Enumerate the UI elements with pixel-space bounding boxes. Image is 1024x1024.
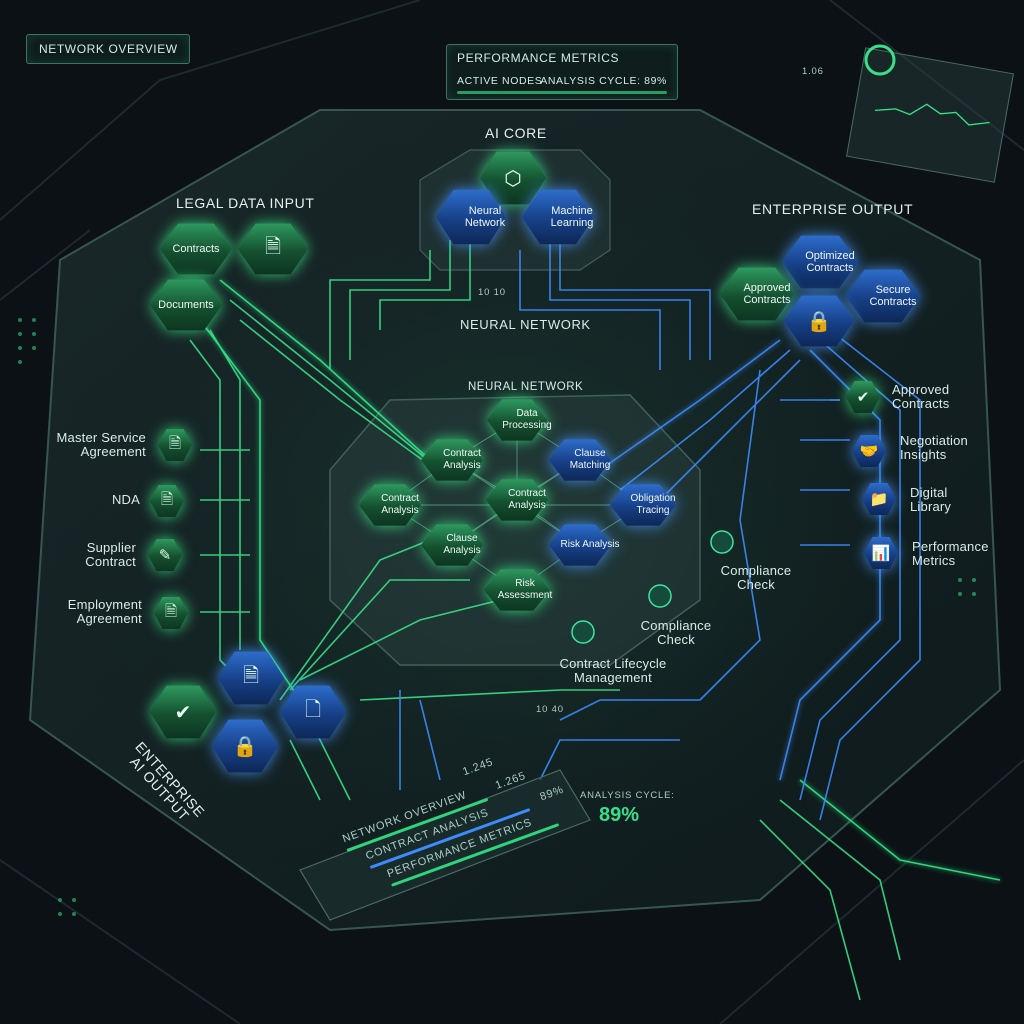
network-overview-panel: NETWORK OVERVIEW [26, 34, 190, 64]
lock-icon: 🔒 [806, 310, 832, 333]
document-icon: 🗎 [264, 236, 282, 258]
obligation-tracing-node[interactable]: Obligation Tracing [610, 483, 676, 527]
neural-network-center-label: NEURAL NETWORK [468, 381, 584, 393]
clause-matching-label: Clause Matching [569, 448, 611, 471]
machine-learning-node[interactable]: Machine Learning [522, 188, 594, 246]
performance-metrics-item[interactable]: 📊 [864, 536, 898, 570]
nda-item[interactable]: 🗎 [150, 484, 184, 518]
digital-library-item[interactable]: 📁 [862, 482, 896, 516]
document-icon: 🗎 [164, 602, 178, 620]
optimized-contracts-node[interactable]: Optimized Contracts [782, 234, 858, 290]
lock-node[interactable]: 🔒 [784, 294, 854, 348]
approved-document-icon: ✔ [856, 389, 870, 406]
contracts-node-label: Contracts [172, 243, 220, 255]
handshake-icon: 🤝 [859, 443, 879, 460]
performance-metrics-label: PERFORMANCE METRICS [457, 51, 620, 65]
bottom-value-2: 1.265 [493, 769, 528, 792]
negotiation-insights-item[interactable]: 🤝 [852, 434, 886, 468]
file-icon: 🗋 [304, 699, 322, 721]
neural-network-node[interactable]: Neural Network [436, 188, 506, 246]
secure-contracts-label: Secure Contracts [869, 284, 917, 308]
path-code-2: 10 40 [536, 704, 564, 715]
contract-analysis-left-label: Contract Analysis [381, 493, 419, 516]
supplier-contract-item[interactable]: ✎ [148, 538, 182, 572]
digital-library-label: Digital Library [910, 485, 952, 514]
clause-analysis-label: Clause Analysis [443, 533, 481, 556]
performance-metrics-list-label: Performance Metrics [912, 539, 989, 568]
folder-icon: 📁 [869, 491, 889, 508]
approved-contracts-list-label: Approved Contracts [892, 382, 950, 411]
ai-output-file-node[interactable]: 🗋 [280, 684, 346, 740]
risk-analysis-label: Risk Analysis [560, 539, 620, 550]
lock-icon: 🔒 [232, 735, 258, 758]
network-hub-icon: ⬡ [504, 167, 522, 190]
contracts-node[interactable]: Contracts [160, 222, 232, 276]
approved-contracts-node[interactable]: Approved Contracts [720, 266, 794, 322]
contract-lifecycle-label: Contract Lifecycle Management [559, 656, 667, 685]
approved-contracts-item[interactable]: ✔ [846, 380, 880, 414]
optimized-contracts-label: Optimized Contracts [805, 250, 855, 274]
clause-analysis-node[interactable]: Clause Analysis [421, 523, 483, 567]
ai-output-document-node[interactable]: 🗎 [218, 650, 284, 706]
risk-assessment-node[interactable]: Risk Assessment [484, 568, 552, 612]
negotiation-insights-label: Negotiation Insights [900, 433, 968, 462]
documents-node-label: Documents [158, 299, 214, 311]
contract-analysis-top-label: Contract Analysis [443, 448, 481, 471]
compliance-check-label-1: Compliance Check [720, 563, 792, 592]
neural-network-upper-label: NEURAL NETWORK [460, 317, 591, 332]
data-processing-label: Data Processing [502, 408, 552, 431]
contract-analysis-top-node[interactable]: Contract Analysis [421, 438, 483, 482]
clause-matching-node[interactable]: Clause Matching [549, 438, 611, 482]
legal-data-input-title: LEGAL DATA INPUT [176, 195, 315, 211]
path-code-1: 10 10 [478, 287, 506, 298]
document-icon: 🗎 [160, 490, 174, 508]
obligation-tracing-label: Obligation Tracing [630, 493, 676, 516]
ai-output-approved-node[interactable]: ✔ [150, 684, 216, 740]
document-icon: 🗎 [242, 665, 260, 687]
ai-core-title: AI CORE [485, 125, 547, 141]
analysis-cycle-value: 89% [599, 804, 640, 826]
active-nodes-bar [457, 91, 667, 94]
document-input-node[interactable]: 🗎 [238, 222, 308, 276]
active-nodes-label: ACTIVE NODES [457, 75, 543, 87]
master-service-agreement-label: Master Service Agreement [56, 430, 146, 459]
enterprise-output-title: ENTERPRISE OUTPUT [752, 201, 914, 217]
contract-analysis-mid-node[interactable]: Contract Analysis [486, 478, 548, 522]
secure-contracts-node[interactable]: Secure Contracts [846, 268, 920, 324]
risk-assessment-label: Risk Assessment [497, 578, 553, 601]
document-edit-icon: ✎ [158, 547, 172, 564]
documents-node[interactable]: Documents [150, 278, 222, 332]
ai-output-lock-node[interactable]: 🔒 [212, 718, 278, 774]
top-right-value: 1.06 [802, 66, 824, 77]
approved-document-icon: ✔ [174, 701, 192, 724]
approved-contracts-label: Approved Contracts [743, 282, 791, 306]
data-processing-node[interactable]: Data Processing [487, 398, 552, 442]
neural-network-node-label: Neural Network [464, 205, 506, 229]
risk-analysis-node[interactable]: Risk Analysis [549, 523, 619, 567]
compliance-check-label-2: Compliance Check [640, 618, 712, 647]
employment-agreement-item[interactable]: 🗎 [154, 596, 188, 630]
bottom-value-1: 1.245 [461, 756, 495, 779]
analysis-cycle-bottom-label: ANALYSIS CYCLE: [580, 790, 675, 801]
bar-chart-icon: 📊 [871, 545, 891, 562]
employment-agreement-label: Employment Agreement [67, 597, 142, 626]
nda-label: NDA [111, 492, 140, 507]
analysis-cycle-label: ANALYSIS CYCLE: 89% [540, 75, 667, 87]
document-icon: 🗎 [168, 434, 182, 452]
supplier-contract-label: Supplier Contract [85, 540, 136, 569]
contract-analysis-left-node[interactable]: Contract Analysis [359, 483, 421, 527]
machine-learning-node-label: Machine Learning [550, 205, 594, 229]
bottom-value-3: 89% [538, 783, 566, 804]
network-overview-label: NETWORK OVERVIEW [39, 42, 178, 56]
master-service-agreement-item[interactable]: 🗎 [158, 428, 192, 462]
performance-metrics-panel: PERFORMANCE METRICS ACTIVE NODES ANALYSI… [446, 44, 678, 100]
contract-analysis-mid-label: Contract Analysis [508, 488, 546, 511]
